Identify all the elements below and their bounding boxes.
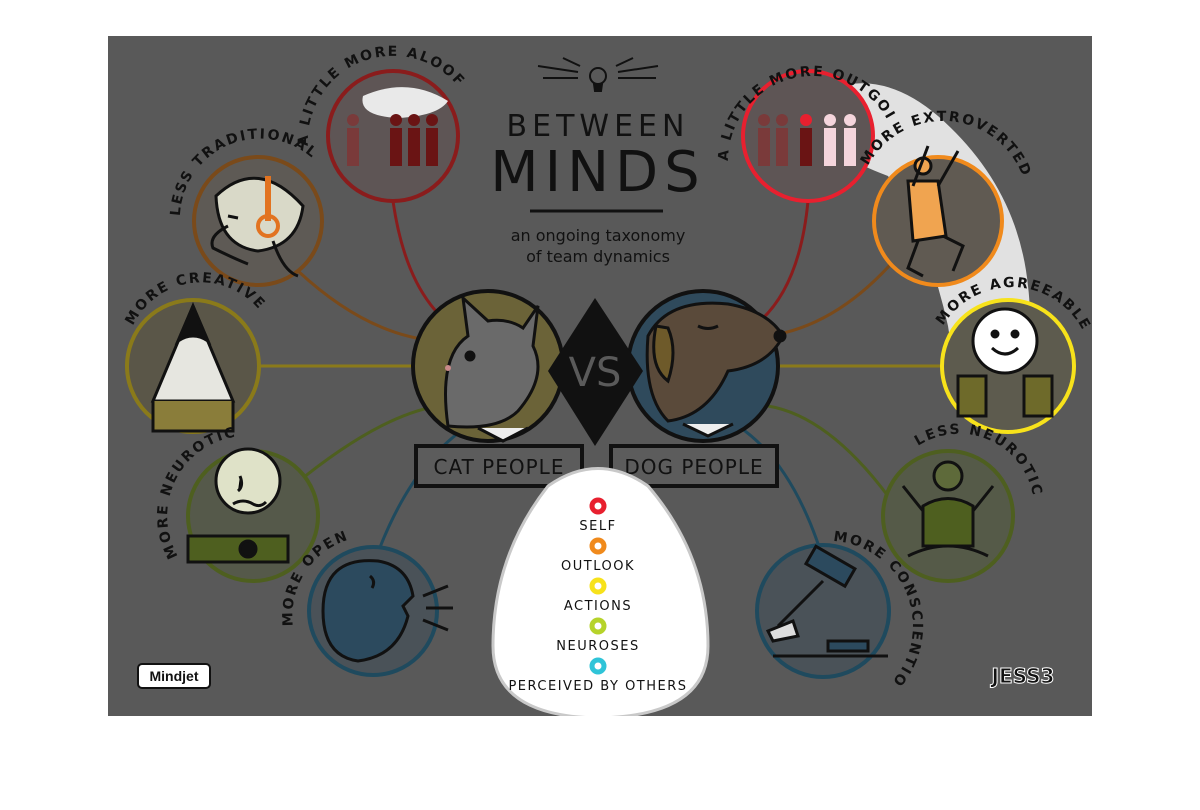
infographic-poster: BETWEEN MINDS an ongoing taxonomy of tea…: [108, 36, 1092, 716]
legend: SELF OUTLOOK ACTIONS NEUROSES PERCEIVED BY O…: [491, 467, 710, 716]
subtitle-line-2: of team dynamics: [526, 247, 670, 266]
legend-label: OUTLOOK: [561, 559, 635, 574]
legend-swatch: [589, 657, 607, 675]
trait-traditional: LESS TRADITIONAL: [168, 126, 324, 287]
mindjet-logo-text: Mindjet: [150, 668, 199, 684]
people-group-icon: [347, 114, 438, 166]
trait-open: MORE OPEN: [280, 528, 453, 677]
trait-creative: MORE CREATIVE: [122, 270, 267, 434]
jess3-logo: JESS3: [990, 664, 1055, 688]
trait-neurotic: MORE NEUROTIC: [155, 425, 320, 583]
legend-swatch: [589, 577, 607, 595]
title-line-2: MINDS: [490, 140, 705, 205]
jumping-person-icon: [906, 145, 965, 278]
meditating-person-icon: [901, 460, 995, 558]
thumbs-up-face-icon: [956, 307, 1054, 418]
pencil-icon: [150, 302, 236, 433]
legend-swatch: [589, 617, 607, 635]
legend-label: SELF: [579, 519, 616, 534]
trait-agreeable: MORE AGREEABLE: [933, 275, 1092, 434]
dog-label: DOG PEOPLE: [624, 455, 763, 479]
dog-people-node: [626, 289, 787, 443]
cat-icon: [444, 294, 540, 443]
anxious-face-icon: [186, 447, 290, 564]
legend-label: ACTIONS: [564, 599, 632, 614]
talking-head-icon: [321, 559, 453, 663]
mindjet-logo: Mindjet: [137, 663, 211, 689]
gavel-icon: [765, 544, 888, 658]
legend-swatch: [589, 497, 607, 515]
infographic-canvas: BETWEEN MINDS an ongoing taxonomy of tea…: [108, 36, 1092, 716]
lightbulb-icon: [537, 57, 659, 92]
vs-badge: VS: [548, 298, 643, 446]
legend-label: PERCEIVED BY OTHERS: [508, 679, 687, 694]
vs-label: VS: [569, 350, 622, 396]
headphones-person-icon: [210, 176, 305, 278]
dog-icon: [645, 301, 787, 438]
trait-less-neurotic: LESS NEUROTIC: [881, 422, 1043, 583]
trait-aloof: A LITTLE MORE ALOOF: [296, 44, 466, 203]
subtitle-line-1: an ongoing taxonomy: [511, 226, 686, 245]
cat-label: CAT PEOPLE: [434, 455, 565, 479]
people-group-icon: [758, 114, 856, 166]
legend-label: NEUROSES: [556, 639, 639, 654]
cat-people-node: [411, 289, 565, 443]
legend-swatch: [589, 537, 607, 555]
cat-label-box: CAT PEOPLE: [414, 444, 584, 488]
title-line-1: BETWEEN: [507, 109, 690, 144]
title-block: BETWEEN MINDS an ongoing taxonomy of tea…: [490, 57, 705, 266]
